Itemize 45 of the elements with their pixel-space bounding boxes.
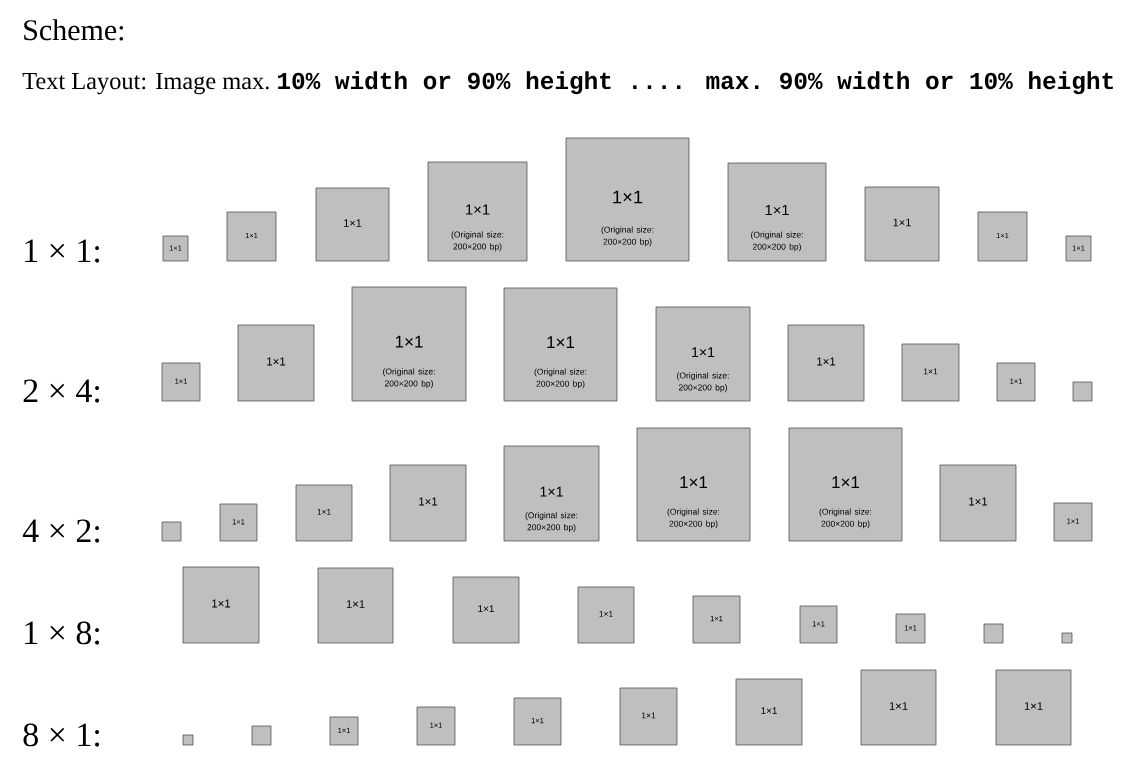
layout-text: .... max. — [633, 75, 759, 90]
placeholder-image — [182, 734, 194, 746]
placeholder-image: 1×1 (Original size: 200×200 bp) — [565, 137, 690, 262]
placeholder-image: 1×1 — [995, 669, 1072, 746]
title: Scheme: — [24, 19, 124, 41]
placeholder-image: 1×1 — [577, 586, 635, 644]
placeholder-image: 1×1 — [452, 576, 520, 644]
row-label: 1 × 1: — [25, 239, 100, 263]
placeholder-image — [1072, 381, 1093, 402]
code-text: 10% width — [278, 71, 407, 90]
placeholder-image — [1061, 632, 1073, 644]
placeholder-image: 1×1 — [182, 566, 260, 644]
placeholder-image: 1×1 (Original size: 200×200 bp) — [788, 427, 903, 542]
code-text: 10% height — [970, 71, 1113, 95]
layout-text: Text Layout: Image max. — [22, 73, 269, 95]
row-label: 4 × 2: — [22, 519, 100, 543]
placeholder-image: 1×1 — [295, 484, 353, 542]
placeholder-image: 1×1 (Original size: 200×200 bp) — [503, 445, 600, 542]
placeholder-image — [983, 623, 1004, 644]
placeholder-image: 1×1 (Original size: 200×200 bp) — [727, 162, 827, 262]
code-text: 90% width — [780, 71, 909, 90]
row-label: 8 × 1: — [23, 723, 100, 747]
placeholder-image: 1×1 — [389, 464, 467, 542]
row-label: 2 × 4: — [23, 379, 100, 403]
placeholder-image: 1×1 — [619, 687, 678, 746]
placeholder-image: 1×1 — [901, 343, 960, 402]
code-text: 90% height — [467, 71, 611, 95]
placeholder-image: 1×1 — [787, 324, 865, 402]
placeholder-image: 1×1 — [317, 567, 394, 644]
placeholder-image: 1×1 (Original size: 200×200 bp) — [351, 286, 467, 402]
placeholder-image: 1×1 — [939, 464, 1017, 542]
placeholder-image: 1×1 — [864, 186, 940, 262]
layout-text: or — [926, 75, 953, 90]
placeholder-image: 1×1 (Original size: 200×200 bp) — [655, 306, 751, 402]
placeholder-image: 1×1 (Original size: 200×200 bp) — [427, 161, 528, 262]
placeholder-image: 1×1 (Original size: 200×200 bp) — [503, 287, 618, 402]
placeholder-image: 1×1 — [237, 324, 315, 402]
placeholder-image: 1×1 — [860, 669, 937, 746]
row-label: 1 × 8: — [25, 621, 100, 645]
layout-text: or — [423, 75, 451, 90]
placeholder-image: 1×1 — [315, 187, 390, 262]
placeholder-image: 1×1 (Original size: 200×200 bp) — [636, 427, 751, 542]
placeholder-image — [251, 725, 272, 746]
placeholder-image: 1×1 — [735, 678, 803, 746]
placeholder-image — [161, 521, 182, 542]
